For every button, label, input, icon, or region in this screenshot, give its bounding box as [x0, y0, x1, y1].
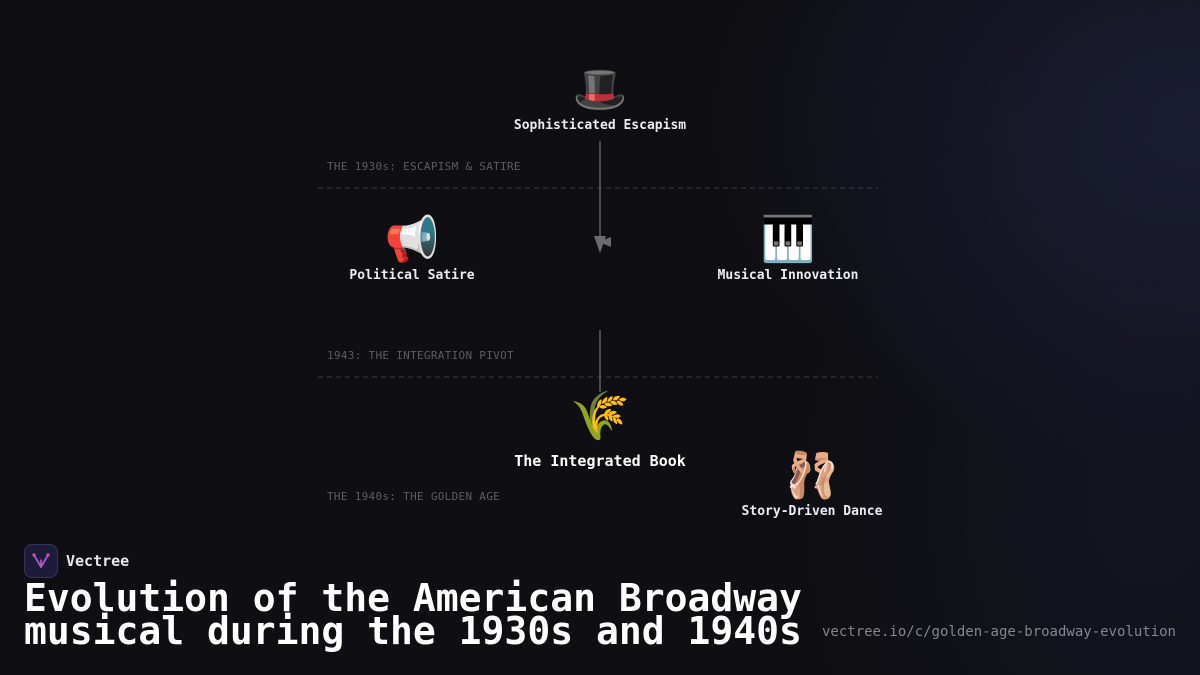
- top-hat-icon: 🎩: [572, 64, 628, 115]
- edge-arrowhead: [594, 236, 606, 253]
- page-title: Evolution of the American Broadway music…: [24, 576, 802, 653]
- piano-keyboard-icon: 🎹: [760, 214, 816, 265]
- node-label: Musical Innovation: [717, 268, 859, 283]
- node-political-satire: 📢 Political Satire: [349, 214, 474, 283]
- node-label: Sophisticated Escapism: [513, 118, 687, 133]
- vectree-logo-icon: [24, 544, 58, 578]
- brand: Vectree: [24, 544, 129, 578]
- megaphone-icon: 📢: [384, 214, 440, 265]
- node-label: Political Satire: [349, 268, 475, 283]
- wheat-sheaf-icon: 🌾: [570, 388, 630, 444]
- node-story-driven-dance: 🩰 Story-Driven Dance: [742, 450, 883, 519]
- node-musical-innovation: 🎹 Musical Innovation: [718, 214, 859, 283]
- node-label: The Integrated Book: [514, 452, 686, 470]
- brand-name: Vectree: [66, 552, 130, 570]
- node-sophisticated-escapism: 🎩 Sophisticated Escapism: [514, 64, 686, 133]
- section-label-1943: 1943: THE INTEGRATION PIVOT: [327, 349, 514, 362]
- section-label-1940s: THE 1940s: THE GOLDEN AGE: [327, 490, 501, 503]
- node-label: Story-Driven Dance: [741, 504, 883, 519]
- section-label-1930s: THE 1930s: ESCAPISM & SATIRE: [327, 160, 521, 173]
- ballet-shoes-icon: 🩰: [784, 450, 840, 501]
- node-integrated-book: 🌾 The Integrated Book: [514, 388, 686, 470]
- source-url[interactable]: vectree.io/c/golden-age-broadway-evoluti…: [821, 624, 1176, 640]
